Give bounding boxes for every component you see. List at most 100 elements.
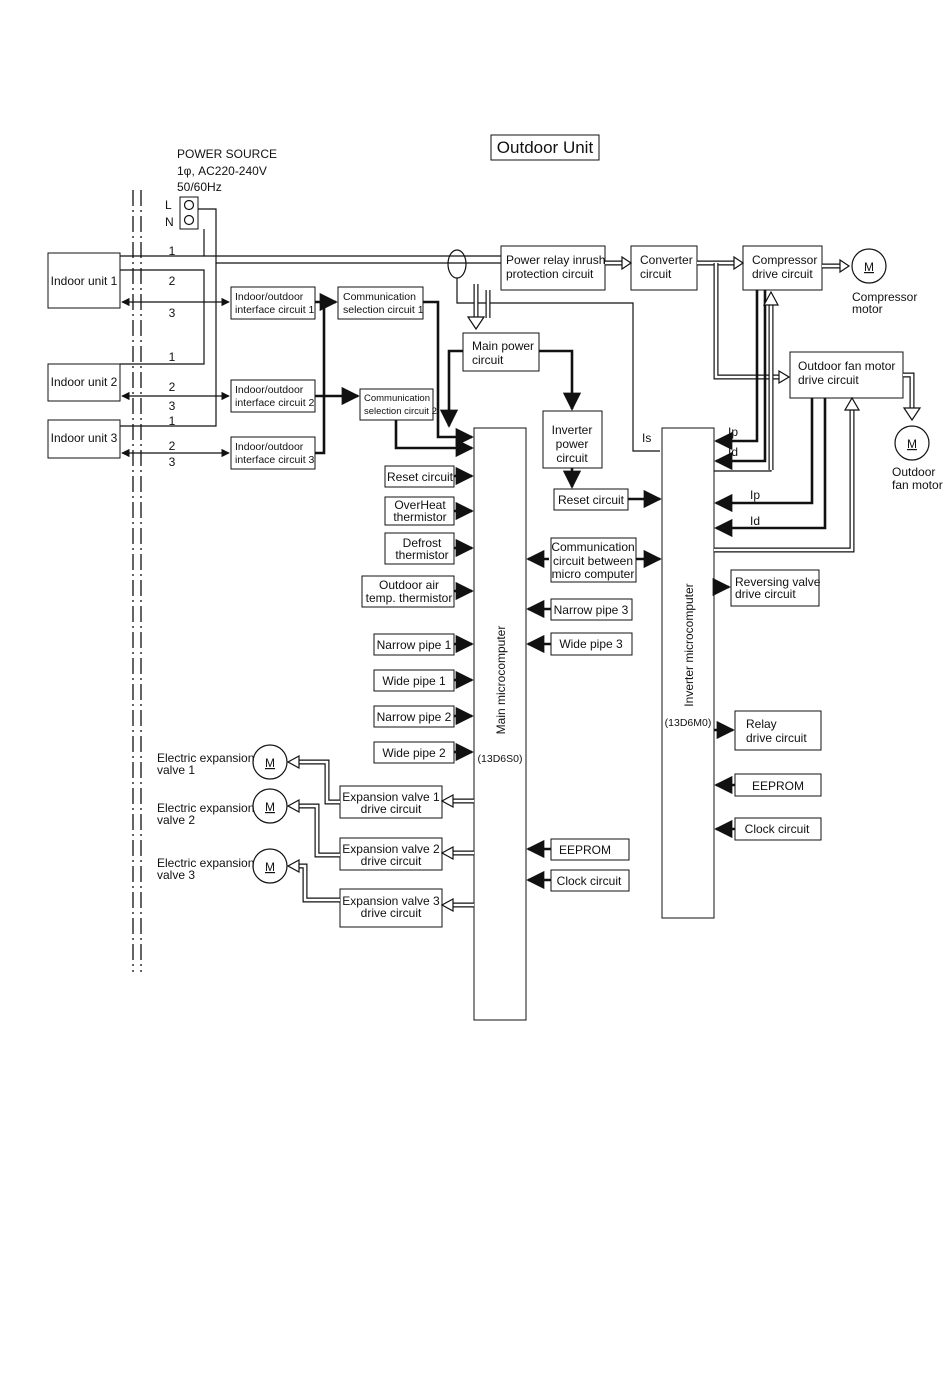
expansion-drives: Expansion valve 1 drive circuit Expansio… <box>286 754 474 928</box>
comm-between-line2: circuit between <box>553 554 633 568</box>
outdoor-fan-motor: M Outdoor fan motor <box>892 425 943 492</box>
main-power-line2: circuit <box>472 353 504 367</box>
wire-number: 1 <box>169 244 176 258</box>
indoor-unit-3-label: Indoor unit 3 <box>51 431 118 445</box>
outdoor-unit-title-text: Outdoor Unit <box>497 138 594 157</box>
valve-1-line2: valve 1 <box>157 763 195 777</box>
power-wires <box>120 208 660 452</box>
expansion-drive-2-line2: drive circuit <box>361 854 422 868</box>
power-source: POWER SOURCE 1φ, AC220-240V 50/60Hz L N <box>165 147 277 230</box>
power-relay-line2: protection circuit <box>506 267 594 281</box>
inverter-micro-code: (13D6M0) <box>665 717 712 729</box>
valve-3-line2: valve 3 <box>157 868 195 882</box>
clock-circuit-main-label: Clock circuit <box>557 874 622 888</box>
main-micro-label: Main microcomputer <box>494 626 508 735</box>
outdoor-air-line1: Outdoor air <box>379 578 439 592</box>
interface-circuit-1-line1: Indoor/outdoor <box>235 291 304 303</box>
id-label: Id <box>750 514 760 528</box>
main-micro-code: (13D6S0) <box>478 753 523 765</box>
interface-circuit-3-line1: Indoor/outdoor <box>235 441 304 453</box>
power-relay-circuit: Power relay inrush protection circuit <box>500 245 606 291</box>
valve-2-line2: valve 2 <box>157 813 195 827</box>
defrost-line1: Defrost <box>403 536 442 550</box>
converter-circuit: Converter circuit <box>630 245 698 291</box>
comm-selection-circuit-1: Communication selection circuit 1 <box>337 286 424 320</box>
indoor-unit-1: Indoor unit 1 <box>47 252 121 309</box>
wire-number: 3 <box>169 306 176 320</box>
overheat-line2: thermistor <box>393 510 446 524</box>
wire-number: 3 <box>169 399 176 413</box>
valve-motor-1-icon <box>252 744 288 780</box>
outdoor-air-line2: temp. thermistor <box>366 591 453 605</box>
expansion-drive-2-line1: Expansion valve 2 <box>342 842 440 856</box>
converter-line2: circuit <box>640 267 672 281</box>
compressor-motor: M Compressor motor <box>851 248 917 316</box>
wide-pipe-3-label: Wide pipe 3 <box>559 637 623 651</box>
inverter-microcomputer: Inverter microcomputer (13D6M0) <box>661 427 715 919</box>
inverter-power-line2: power <box>556 437 589 451</box>
inverter-micro-label: Inverter microcomputer <box>682 583 696 706</box>
motor-symbol: M <box>265 756 275 770</box>
inverter-outputs: Reversing valve drive circuit Relay driv… <box>712 569 822 841</box>
comm-between-line1: Communication <box>551 540 634 554</box>
expansion-drive-1-line2: drive circuit <box>361 802 422 816</box>
wire-number: 1 <box>169 350 176 364</box>
expansion-drive-1 <box>339 785 443 819</box>
eeprom-main-label: EEPROM <box>559 843 611 857</box>
main-power-line1: Main power <box>472 339 534 353</box>
id-label: Id <box>728 445 738 459</box>
power-flow-arrows <box>466 255 851 385</box>
relay-drive-line1: Relay <box>746 717 777 731</box>
expansion-drive-3-line1: Expansion valve 3 <box>342 894 440 908</box>
interface-circuit-1-line2: interface circuit 1 <box>235 304 315 316</box>
is-label: Is <box>642 431 651 445</box>
outdoor-fan-drive-circuit: Outdoor fan motor drive circuit <box>789 351 904 399</box>
ip-label: Ip <box>750 488 760 502</box>
eeprom-inverter-label: EEPROM <box>752 779 804 793</box>
valve-motor-3-icon <box>252 848 288 884</box>
middle-blocks: Reset circuit Communication circuit betw… <box>526 488 662 892</box>
narrow-pipe-1-label: Narrow pipe 1 <box>377 638 452 652</box>
interface-circuit-1: Indoor/outdoor interface circuit 1 <box>230 286 316 320</box>
relay-drive-circuit <box>734 710 822 751</box>
compressor-motor-icon <box>851 248 887 284</box>
indoor-unit-2-label: Indoor unit 2 <box>51 375 118 389</box>
comm-selection-1-line2: selection circuit 1 <box>343 304 424 316</box>
reversing-valve-drive <box>730 569 820 607</box>
wire-numbers: 1 2 3 1 2 3 1 2 3 <box>169 244 176 469</box>
current-sensor-icon <box>447 249 467 279</box>
interface-circuit-3: Indoor/outdoor interface circuit 3 <box>230 436 316 470</box>
comm-links <box>315 292 474 458</box>
wire-number: 3 <box>169 455 176 469</box>
compressor-motor-line2: motor <box>852 302 883 316</box>
interface-circuit-2-line2: interface circuit 2 <box>235 397 315 409</box>
wire-number: 2 <box>169 439 176 453</box>
comm-circuit-between <box>550 537 637 583</box>
motor-symbol: M <box>864 260 874 274</box>
overheat-line1: OverHeat <box>394 498 446 512</box>
compressor-drive-line2: drive circuit <box>752 267 813 281</box>
feedback-lines <box>714 290 861 553</box>
power-distribution <box>439 349 582 489</box>
converter-line1: Converter <box>640 253 693 267</box>
motor-symbol: M <box>265 800 275 814</box>
valve-motor-2-icon <box>252 788 288 824</box>
inverter-power-line3: circuit <box>556 451 588 465</box>
narrow-pipe-2-label: Narrow pipe 2 <box>377 710 452 724</box>
valve-3-line1: Electric expansion <box>157 856 254 870</box>
defrost-line2: thermistor <box>395 548 448 562</box>
main-microcomputer: Main microcomputer (13D6S0) <box>473 427 527 1021</box>
fan-motor-icon <box>894 425 930 461</box>
clock-circuit-inverter-label: Clock circuit <box>745 822 810 836</box>
wire-number: 2 <box>169 380 176 394</box>
reset-circuit-middle-label: Reset circuit <box>558 493 625 507</box>
ip-label: Ip <box>728 425 738 439</box>
interface-circuit-3-line2: interface circuit 3 <box>235 454 315 466</box>
compressor-drive-line1: Compressor <box>752 253 817 267</box>
expansion-drive-3-line2: drive circuit <box>361 906 422 920</box>
fan-motor-line2: fan motor <box>892 478 943 492</box>
reversing-valve-line2: drive circuit <box>735 587 796 601</box>
reset-circuit-left-label: Reset circuit <box>387 470 454 484</box>
compressor-drive-circuit: Compressor drive circuit <box>742 245 823 291</box>
